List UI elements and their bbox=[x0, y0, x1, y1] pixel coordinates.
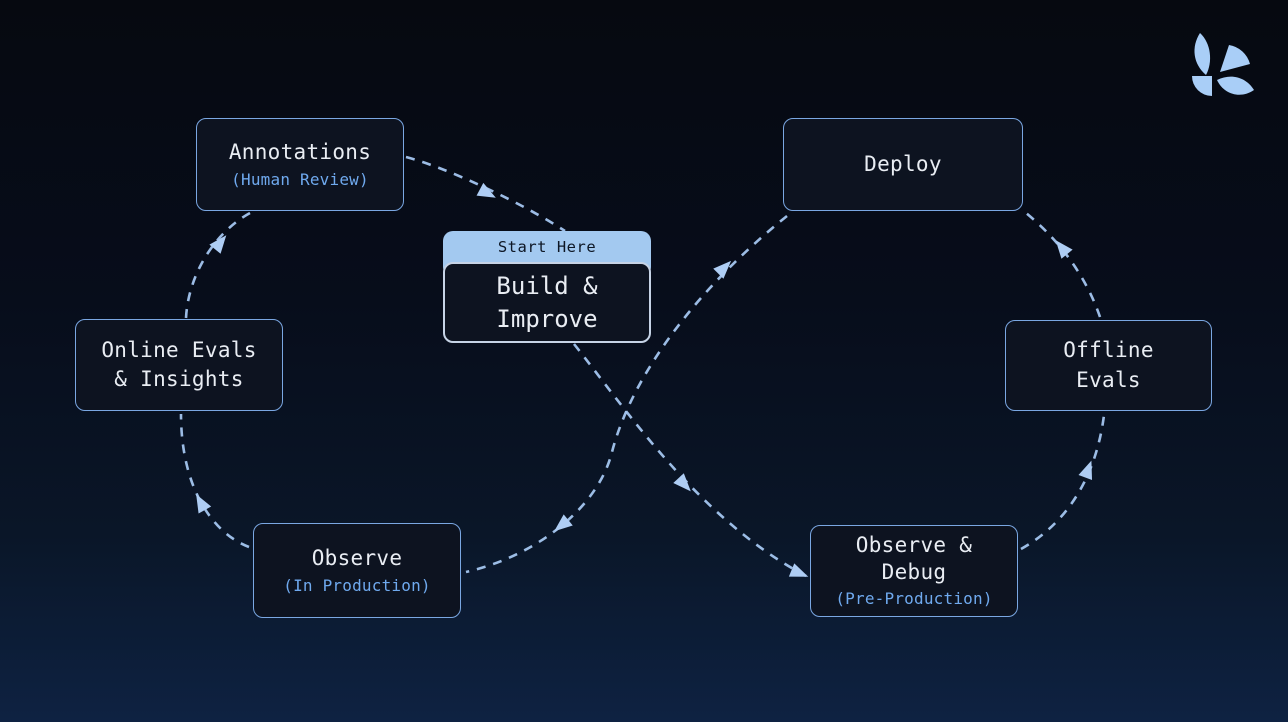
node-deploy: Deploy bbox=[783, 118, 1023, 211]
arrowhead-icon bbox=[476, 182, 496, 198]
arrowhead-icon bbox=[1078, 460, 1093, 480]
edge-annotations-to-build_improve bbox=[405, 155, 566, 233]
edge-offline_evals-to-deploy bbox=[1025, 211, 1102, 318]
node-build-improve: Start Here Build & Improve bbox=[443, 231, 651, 343]
four-petal-logo-icon bbox=[1192, 33, 1254, 96]
node-observe-production: Observe (In Production) bbox=[253, 523, 461, 618]
node-offline-evals-title: Offline Evals bbox=[1063, 338, 1154, 392]
node-observe-production-title: Observe bbox=[311, 545, 403, 570]
edge-online_evals-to-annotations bbox=[184, 211, 251, 319]
node-annotations-title: Annotations bbox=[228, 139, 372, 164]
edge-build_improve-to-observe_debug bbox=[572, 343, 807, 578]
arrowhead-icon bbox=[209, 235, 227, 254]
node-online-evals-title: Online Evals & Insights bbox=[101, 337, 257, 391]
arrowhead-icon bbox=[713, 260, 732, 279]
edge-observe_production-to-online_evals bbox=[179, 413, 250, 549]
node-annotations-subtitle: (Human Review) bbox=[231, 170, 369, 189]
arrowhead-icon bbox=[673, 473, 691, 492]
node-observe-debug-title: Observe & Debug bbox=[855, 532, 973, 584]
node-build-improve-title: Build & Improve bbox=[496, 272, 598, 333]
node-observe-debug-subtitle: (Pre-Production) bbox=[835, 589, 993, 609]
node-deploy-title: Deploy bbox=[864, 151, 942, 176]
arrowhead-icon bbox=[788, 563, 809, 577]
node-offline-evals: Offline Evals bbox=[1005, 320, 1212, 411]
node-build-improve-body: Build & Improve bbox=[443, 262, 651, 343]
arrowhead-icon bbox=[554, 514, 573, 532]
edge-observe_debug-to-offline_evals bbox=[1020, 414, 1106, 551]
node-observe-debug: Observe & Debug (Pre-Production) bbox=[810, 525, 1018, 617]
edge-deploy-to-observe_production bbox=[465, 214, 788, 574]
node-annotations: Annotations (Human Review) bbox=[196, 118, 404, 211]
node-online-evals: Online Evals & Insights bbox=[75, 319, 283, 411]
arrowhead-icon bbox=[196, 494, 212, 514]
arrowhead-icon bbox=[1055, 240, 1073, 259]
node-observe-production-subtitle: (In Production) bbox=[283, 576, 431, 595]
